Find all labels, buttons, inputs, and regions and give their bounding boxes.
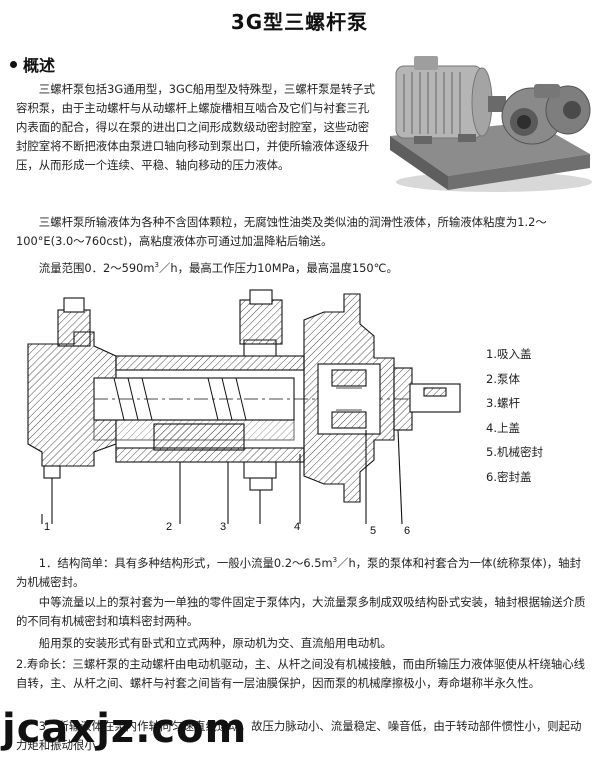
overview-paragraph-2: 三螺杆泵所输液体为各种不含固体颗粒，无腐蚀性油类及类似油的润滑性液体，所输液体粘… xyxy=(16,215,547,248)
feature-paragraph-5: 3．所输液体在泵内作轴向匀速直线运动，故压力脉动小、流量稳定、噪音低，由于转动部… xyxy=(16,719,582,752)
structure-text-end: ／h，泵的泵体和衬套合为一体(统称泵体)，轴封为机械密封。 xyxy=(16,555,581,589)
callout-3: 3 xyxy=(220,521,226,533)
legend-item: 6.密封盖 xyxy=(486,469,532,484)
feature-paragraph-3: 船用泵的安装形式有卧式和立式两种，原动机为交、直流船用电动机。 xyxy=(38,636,392,650)
flow-unit-superscript: 3 xyxy=(154,261,159,269)
flow-unit-superscript: 3 xyxy=(332,556,338,564)
bullet-icon xyxy=(10,61,17,68)
parts-legend: 1.吸入盖 2.泵体 3.螺杆 4.上盖 5.机械密封 6.密封盖 xyxy=(486,342,543,489)
pump-cross-section-diagram: 1 2 3 4 5 6 xyxy=(27,289,461,537)
flow-range-text: 流量范围0．2～590m xyxy=(38,260,155,275)
feature-paragraph-1: 1．结构简单：具有多种结构形式，一般小流量0.2～6.5m3／h，泵的泵体和衬套… xyxy=(16,551,592,592)
legend-item: 4.上盖 xyxy=(486,420,520,435)
callout-5: 5 xyxy=(370,525,376,537)
section-heading-text: 概述 xyxy=(23,56,56,75)
legend-item: 1.吸入盖 xyxy=(486,347,532,361)
overview-paragraph-1: 三螺杆泵包括3G通用型，3GC船用型及特殊型，三螺杆泵是转子式容积泵，由于主动螺… xyxy=(16,82,376,172)
feature-paragraph-2: 中等流量以上的泵衬套为一单独的零件固定于泵体内，大流量泵多制成双吸结构卧式安装，… xyxy=(16,595,586,628)
callout-1: 1 xyxy=(44,521,50,533)
page-title: 3G型三螺杆泵 xyxy=(230,10,369,34)
legend-item: 3.螺杆 xyxy=(486,396,520,410)
overview-paragraph-3: 流量范围0．2～590m3／h，最高工作压力10MPa，最高温度150℃。 xyxy=(16,256,592,278)
callout-6: 6 xyxy=(404,525,410,537)
structure-text: 1．结构简单：具有多种结构形式，一般小流量0.2～6.5m xyxy=(38,555,333,570)
section-heading: 概述 xyxy=(10,52,55,76)
callout-4: 4 xyxy=(294,521,300,533)
site-watermark: jcaxjz.com xyxy=(2,706,248,752)
callout-2: 2 xyxy=(166,521,172,533)
pump-photo xyxy=(384,44,596,196)
feature-paragraph-4: 2.寿命长：三螺杆泵的主动螺杆由电动机驱动，主、从杆之间没有机械接触，而由所输压… xyxy=(16,657,586,690)
legend-item: 5.机械密封 xyxy=(486,445,543,459)
pressure-temperature-text: ／h，最高工作压力10MPa，最高温度150℃。 xyxy=(158,260,398,275)
legend-item: 2.泵体 xyxy=(486,371,520,386)
